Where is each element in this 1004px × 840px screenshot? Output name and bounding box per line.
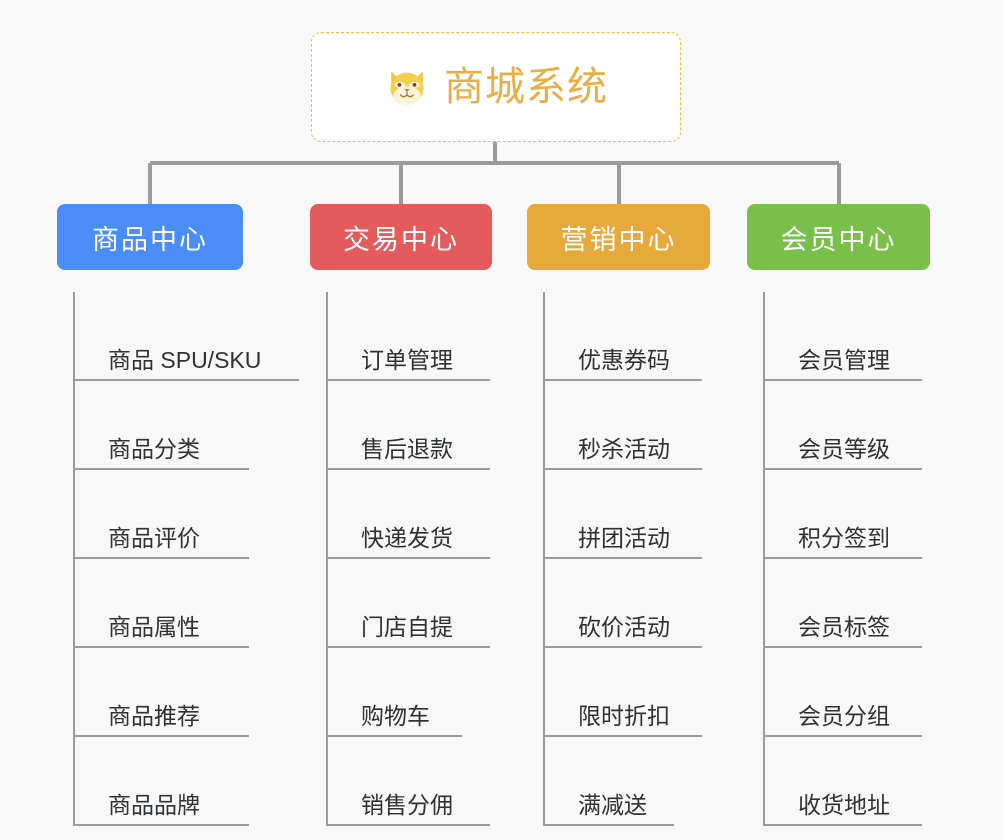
leaf-item[interactable]: 秒杀活动 (544, 381, 702, 470)
leaf-item[interactable]: 商品属性 (74, 559, 249, 648)
leaf-item[interactable]: 优惠券码 (544, 292, 702, 381)
leaf-label: 优惠券码 (578, 347, 670, 374)
leaf-label: 商品品牌 (108, 792, 200, 819)
leaf-item[interactable]: 积分签到 (764, 470, 922, 559)
leaf-item[interactable]: 门店自提 (327, 559, 490, 648)
leaf-label: 拼团活动 (578, 525, 670, 552)
branch-header-marketing[interactable]: 营销中心 (527, 204, 710, 270)
leaf-item[interactable]: 砍价活动 (544, 559, 702, 648)
leaf-item[interactable]: 限时折扣 (544, 648, 702, 737)
branch-column-marketing: 营销中心 优惠券码 秒杀活动 拼团活动 砍价活动 限时折扣 满减送 (527, 204, 710, 826)
leaf-label: 销售分佣 (361, 792, 453, 819)
leaf-item[interactable]: 订单管理 (327, 292, 490, 381)
branch-label: 营销中心 (560, 224, 677, 255)
root-node[interactable]: 商城系统 (311, 32, 681, 142)
leaf-item[interactable]: 会员标签 (764, 559, 922, 648)
leaf-label: 商品属性 (108, 614, 200, 641)
branch-header-member[interactable]: 会员中心 (747, 204, 930, 270)
root-title: 商城系统 (444, 65, 608, 109)
leaf-item[interactable]: 会员管理 (764, 292, 922, 381)
leaf-label: 商品评价 (108, 525, 200, 552)
branch-header-product[interactable]: 商品中心 (57, 204, 243, 270)
branch-label: 商品中心 (92, 224, 208, 255)
leaf-label: 购物车 (361, 703, 430, 730)
leaf-item[interactable]: 会员等级 (764, 381, 922, 470)
leaf-label: 会员分组 (798, 703, 890, 730)
leaf-item[interactable]: 商品分类 (74, 381, 249, 470)
leaf-item[interactable]: 会员分组 (764, 648, 922, 737)
leaf-item[interactable]: 商品 SPU/SKU (74, 292, 299, 381)
leaf-label: 商品推荐 (108, 703, 200, 730)
leaf-list-trade: 订单管理 售后退款 快递发货 门店自提 购物车 销售分佣 (310, 292, 492, 826)
leaf-label: 会员等级 (798, 436, 890, 463)
leaf-item[interactable]: 收货地址 (764, 737, 922, 826)
leaf-item[interactable]: 商品评价 (74, 470, 249, 559)
leaf-item[interactable]: 拼团活动 (544, 470, 702, 559)
branch-column-trade: 交易中心 订单管理 售后退款 快递发货 门店自提 购物车 销售分佣 (310, 204, 492, 826)
leaf-label: 订单管理 (361, 347, 453, 374)
leaf-label: 满减送 (578, 792, 647, 819)
branch-column-product: 商品中心 商品 SPU/SKU 商品分类 商品评价 商品属性 商品推荐 商品品牌 (57, 204, 299, 826)
leaf-label: 商品分类 (108, 436, 200, 463)
leaf-item[interactable]: 快递发货 (327, 470, 490, 559)
shiba-dog-face-icon (390, 71, 424, 105)
leaf-label: 限时折扣 (578, 703, 670, 730)
branch-column-member: 会员中心 会员管理 会员等级 积分签到 会员标签 会员分组 收货地址 (747, 204, 930, 826)
leaf-item[interactable]: 售后退款 (327, 381, 490, 470)
leaf-label: 积分签到 (798, 525, 890, 552)
leaf-label: 会员管理 (798, 347, 890, 374)
leaf-label: 砍价活动 (578, 614, 670, 641)
leaf-item[interactable]: 购物车 (327, 648, 462, 737)
branch-header-trade[interactable]: 交易中心 (310, 204, 492, 270)
leaf-item[interactable]: 商品推荐 (74, 648, 249, 737)
leaf-list-product: 商品 SPU/SKU 商品分类 商品评价 商品属性 商品推荐 商品品牌 (57, 292, 299, 826)
branch-label: 会员中心 (780, 224, 897, 255)
leaf-item[interactable]: 商品品牌 (74, 737, 249, 826)
leaf-label: 收货地址 (798, 792, 890, 819)
leaf-label: 快递发货 (361, 525, 453, 552)
leaf-item[interactable]: 销售分佣 (327, 737, 490, 826)
leaf-list-member: 会员管理 会员等级 积分签到 会员标签 会员分组 收货地址 (747, 292, 930, 826)
leaf-label: 秒杀活动 (578, 436, 670, 463)
leaf-label: 商品 SPU/SKU (108, 347, 262, 374)
leaf-label: 会员标签 (798, 614, 890, 641)
leaf-label: 门店自提 (361, 614, 453, 641)
branch-label: 交易中心 (343, 224, 459, 255)
leaf-label: 售后退款 (361, 436, 453, 463)
leaf-item[interactable]: 满减送 (544, 737, 674, 826)
leaf-list-marketing: 优惠券码 秒杀活动 拼团活动 砍价活动 限时折扣 满减送 (527, 292, 710, 826)
